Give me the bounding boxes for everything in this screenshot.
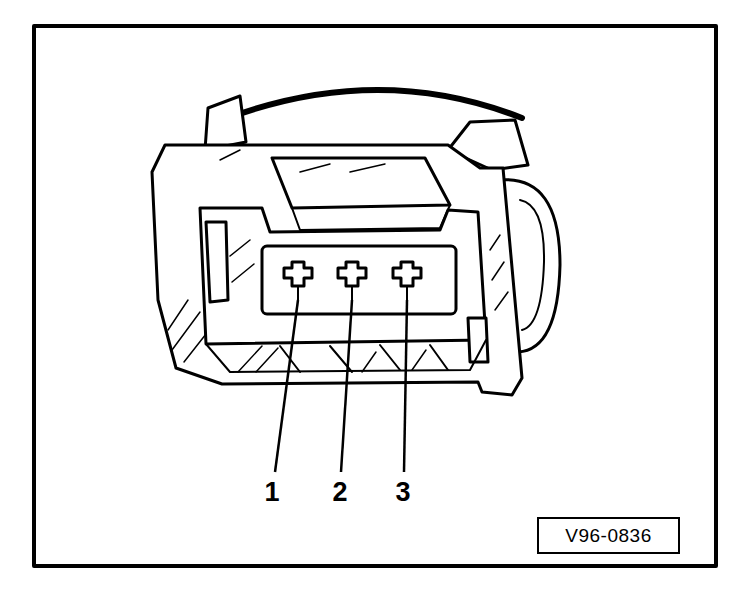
figure-code-box: V96-0836 xyxy=(537,517,680,554)
callout-number: 3 xyxy=(395,479,410,506)
callout-number: 1 xyxy=(264,479,279,506)
callout-number: 2 xyxy=(332,479,347,506)
figure-code: V96-0836 xyxy=(565,525,651,547)
leader-line xyxy=(275,300,407,472)
